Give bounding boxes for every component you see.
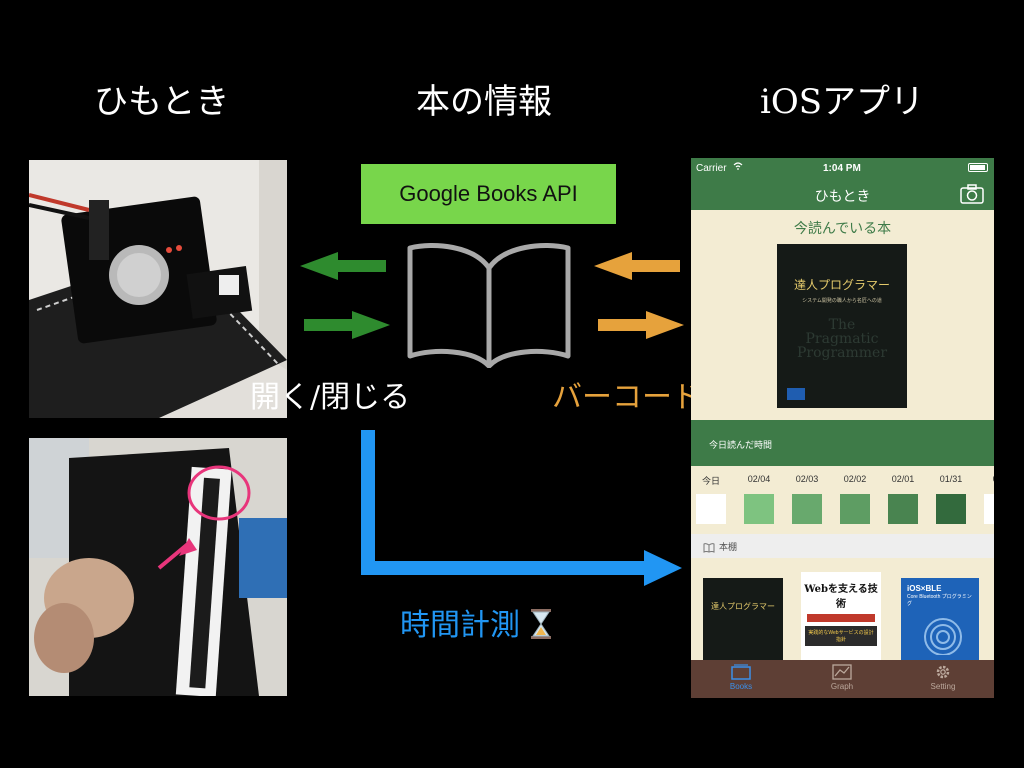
- day-column: 02/01: [885, 474, 921, 524]
- battery-icon: [968, 163, 988, 172]
- day-cell: [696, 494, 726, 524]
- orange-arrow-left: [594, 252, 680, 280]
- tab-setting[interactable]: Setting: [903, 662, 983, 691]
- day-label: 02/02: [843, 474, 867, 484]
- nav-title: ひもとき: [814, 188, 871, 204]
- day-cell: [936, 494, 966, 524]
- day-label: 02/01: [891, 474, 915, 484]
- green-arrow-right: [304, 311, 390, 339]
- bookshelf-label: 本棚: [719, 542, 738, 552]
- book-3-title: iOS×BLE: [907, 584, 942, 593]
- status-bar: Carrier 1:04 PM: [691, 158, 994, 180]
- current-book-en: The Pragmatic Programmer: [796, 317, 888, 361]
- bookshelf-header: 本棚: [691, 534, 994, 558]
- header-ios-app: iOSアプリ: [760, 82, 925, 122]
- tab-books-label: Books: [729, 682, 753, 691]
- day-cell: [744, 494, 774, 524]
- book-2-sub: 実践的なWebサービスの設計指針: [805, 626, 877, 646]
- open-close-label: 開く/閉じる: [250, 380, 411, 415]
- day-column: 01/: [981, 474, 994, 524]
- today-time-label: 今日読んだ時間: [709, 440, 773, 450]
- book-cover-2[interactable]: Webを支える技術 実践的なWebサービスの設計指針: [801, 572, 881, 660]
- day-column: 02/04: [741, 474, 777, 524]
- day-cell: [792, 494, 822, 524]
- book-2-title: Webを支える技術: [804, 584, 878, 610]
- book-holder-photo: [29, 438, 287, 696]
- day-label: 01/: [981, 474, 994, 488]
- book-3-sub: Core Bluetooth プログラミング: [907, 594, 972, 607]
- device-photo: [29, 160, 287, 418]
- tab-graph-label: Graph: [830, 682, 854, 691]
- current-book-subtitle: システム開発の職人から名匠への道: [802, 298, 882, 304]
- barcode-label: バーコード: [552, 380, 702, 415]
- day-cell: [984, 494, 994, 524]
- day-cell: [888, 494, 918, 524]
- bookshelf-icon: [703, 540, 715, 558]
- current-book-cover[interactable]: 達人プログラマー システム開発の職人から名匠への道 The Pragmatic …: [777, 244, 907, 408]
- open-book-icon: [407, 243, 571, 368]
- graph-icon: [832, 664, 852, 680]
- book-shelf-row: 達人プログラマー Webを支える技術 実践的なWebサービスの設計指針 iOS×…: [691, 562, 994, 660]
- nav-bar: ひもとき: [691, 180, 994, 210]
- green-arrow-left: [300, 252, 386, 280]
- book-1-title: 達人プログラマー: [711, 602, 775, 611]
- today-time-bar: 今日読んだ時間: [691, 420, 994, 466]
- orange-arrow-right: [598, 311, 684, 339]
- day-column: 02/02: [837, 474, 873, 524]
- day-label: 02/03: [795, 474, 819, 484]
- reading-title: 今読んでいる本: [793, 220, 892, 236]
- day-cell: [840, 494, 870, 524]
- hourglass-icon: [530, 609, 551, 639]
- day-label: 02/04: [747, 474, 771, 484]
- books-icon: [731, 664, 751, 680]
- book-cover-3[interactable]: iOS×BLE Core Bluetooth プログラミング: [901, 578, 979, 660]
- blue-arrow: [361, 430, 682, 586]
- status-time: 1:04 PM: [823, 163, 861, 174]
- gear-icon: [936, 665, 950, 679]
- tab-graph[interactable]: Graph: [802, 662, 882, 691]
- tab-books[interactable]: Books: [701, 662, 781, 691]
- current-book-title: 達人プログラマー: [793, 278, 890, 292]
- time-measure-label: 時間計測: [400, 600, 552, 644]
- header-book-info: 本の情報: [416, 82, 552, 122]
- google-books-api-box: Google Books API: [361, 164, 616, 224]
- tab-bar: Books Graph Setting: [691, 660, 994, 698]
- time-measure-text: 時間計測: [400, 608, 520, 643]
- camera-icon[interactable]: [960, 184, 984, 209]
- carrier-label: Carrier: [696, 163, 727, 174]
- day-column: 02/03: [789, 474, 825, 524]
- ios-app-screen: Carrier 1:04 PM ひもとき 今読んでいる本 達人プログラマー シス…: [691, 158, 994, 698]
- day-column: 01/31: [933, 474, 969, 524]
- day-label: 今日: [701, 476, 720, 486]
- book-cover-1[interactable]: 達人プログラマー: [703, 578, 783, 660]
- daily-heatmap: 今日 02/04 02/03 02/02 02/01 01/31 01/: [691, 474, 994, 530]
- wifi-icon: [733, 162, 743, 173]
- day-label: 01/31: [939, 474, 963, 484]
- tab-setting-label: Setting: [930, 682, 956, 691]
- day-column: 今日: [693, 474, 729, 524]
- header-himotoki: ひもとき: [94, 82, 230, 122]
